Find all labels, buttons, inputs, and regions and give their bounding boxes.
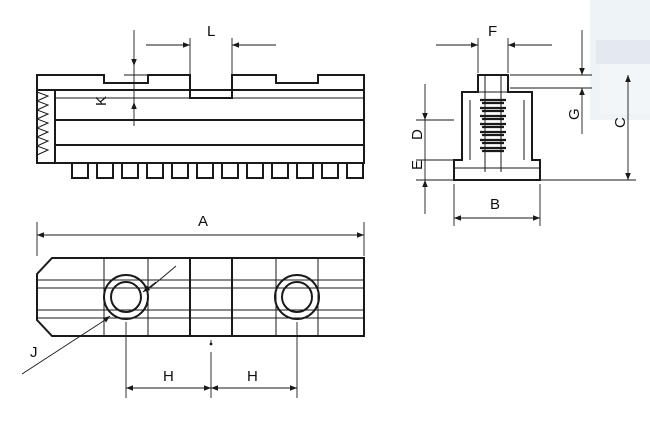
l-label: L [207,23,215,40]
front-view-serration [35,91,50,156]
top-view: A J H H [21,213,365,398]
g-label: G [566,108,583,120]
thread-row [480,130,506,137]
side-view: F G C D E B [409,23,636,226]
j-arrow-out [142,281,157,293]
d-label: D [409,129,426,140]
thread-rows [480,98,506,153]
k-label: K [93,96,110,106]
c-label: C [612,117,629,128]
j-arrow-in [101,315,111,323]
front-view: K L [35,23,365,179]
top-view-outline [36,257,365,337]
thread-row [480,122,506,129]
thread-row [480,138,506,145]
thread-row [480,114,506,121]
thread-row [480,106,506,113]
j-label: J [30,344,38,361]
thread-row [480,98,506,105]
bolt-hole-left-outer [103,274,149,320]
h-right-label: H [247,368,258,385]
b-label: B [490,196,500,213]
j-leader-upper [149,265,177,289]
f-label: F [488,23,497,40]
e-label: E [409,160,426,170]
center-dot [209,342,213,346]
front-view-teeth [71,162,364,179]
bolt-hole-left-inner [110,281,142,313]
thread-row [480,146,506,153]
j-leader-lower [21,321,103,375]
a-label: A [198,213,208,230]
photo-corner-fragment [590,0,650,120]
h-left-label: H [163,368,174,385]
bolt-hole-right-outer [274,274,320,320]
bolt-hole-right-inner [281,281,313,313]
